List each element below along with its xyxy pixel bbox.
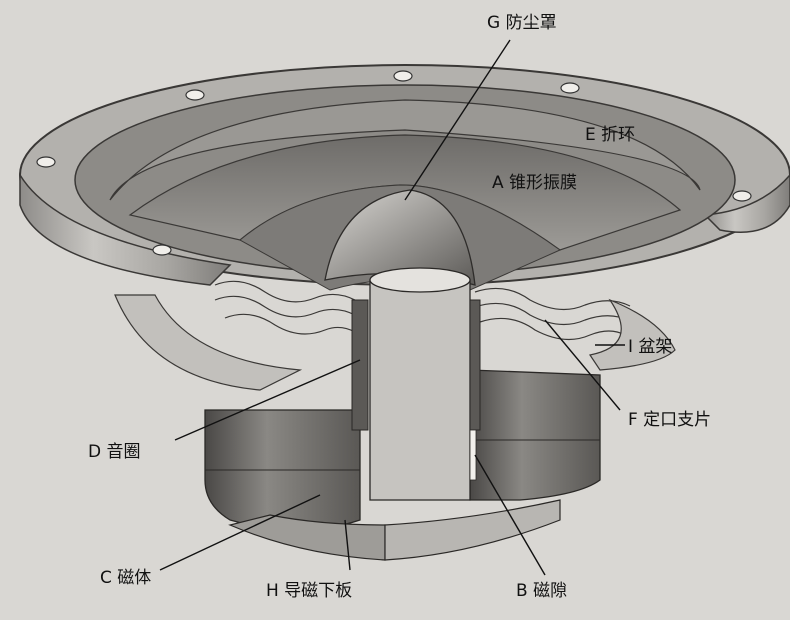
label-voice-coil: D 音圈 <box>88 442 141 462</box>
label-spider: F 定口支片 <box>628 410 711 430</box>
leader-lines <box>159 39 625 576</box>
mounting-holes <box>36 70 752 256</box>
label-cone: A 锥形振膜 <box>492 173 577 193</box>
labels: G 防尘罩 E 折环 A 锥形振膜 I 盆架 F 定口支片 D 音圈 C 磁体 … <box>88 13 711 601</box>
label-surround: E 折环 <box>585 125 635 145</box>
voice-coil <box>351 299 481 431</box>
basket <box>114 294 676 391</box>
label-dust-cap: G 防尘罩 <box>487 13 557 33</box>
label-frame: I 盆架 <box>628 337 672 357</box>
label-magnet: C 磁体 <box>100 568 151 588</box>
pole-piece <box>369 267 471 501</box>
label-gap: B 磁隙 <box>516 581 567 601</box>
spider <box>214 280 631 341</box>
magnetic-gap <box>469 429 477 481</box>
surround <box>109 99 701 201</box>
label-bottom-plate: H 导磁下板 <box>266 581 352 601</box>
